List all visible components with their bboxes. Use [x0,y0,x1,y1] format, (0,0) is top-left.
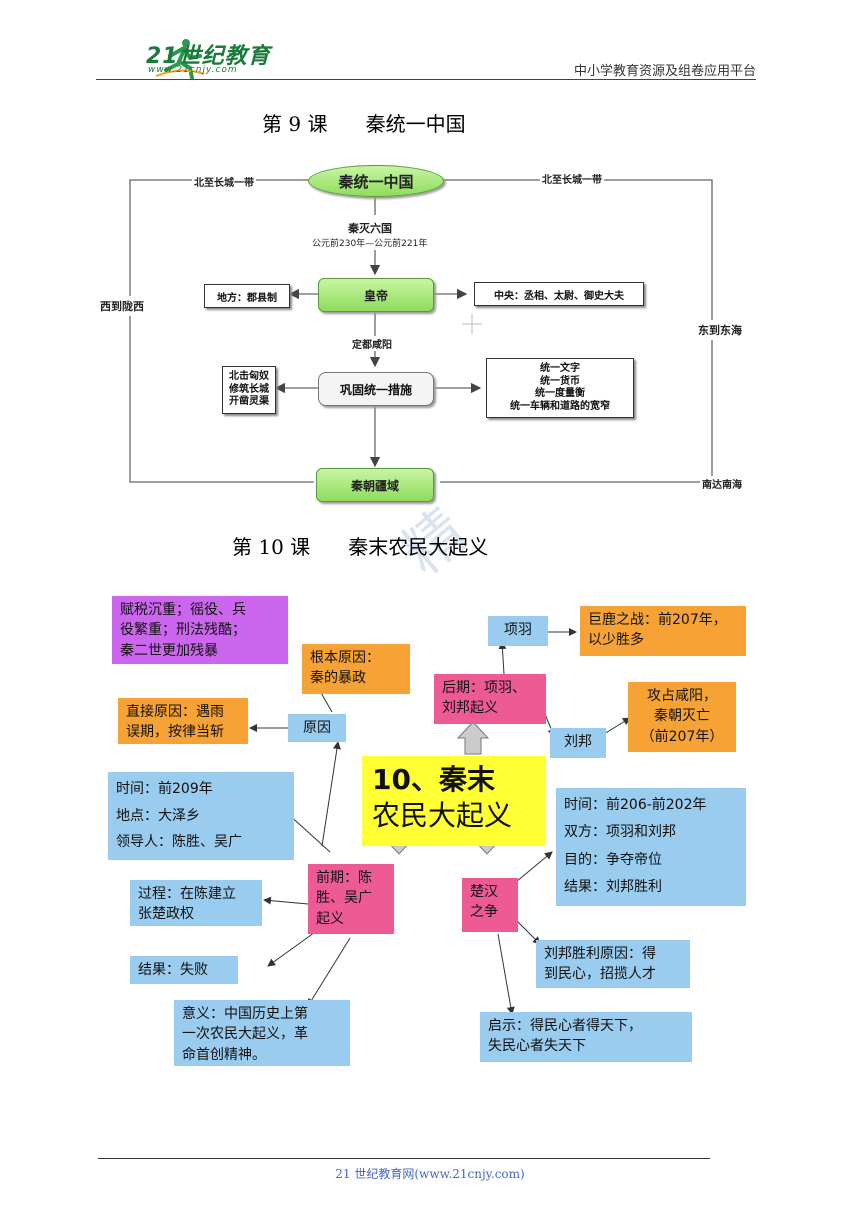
early-uprising-line3: 起义 [316,910,344,927]
meaning-box: 意义：中国历史上第 一次农民大起义，革 命首创精神。 [174,1000,350,1066]
center-topic-line2: 农民大起义 [372,799,513,833]
qin-unify-node: 秦统一中国 [308,165,444,197]
chuhan-goal: 目的：争夺帝位 [564,851,662,868]
north-measure-1: 北击匈奴 [229,371,269,383]
lesson10-mindmap: 赋税沉重；徭役、兵 役繁重；刑法残酷； 秦二世更加残暴 根本原因： 秦的暴政 直… [100,582,760,1082]
footer-divider [98,1158,710,1159]
north-measures-box: 北击匈奴 修筑长城 开凿灵渠 [222,366,276,414]
xianyang-line3: （前207年） [640,728,724,745]
heavy-taxes-box: 赋税沉重；徭役、兵 役繁重；刑法残酷； 秦二世更加残暴 [112,596,288,664]
header-divider [96,79,756,80]
heavy-taxes-line3: 秦二世更加残暴 [120,642,218,659]
emperor-node: 皇帝 [318,278,434,312]
early-place: 地点：大泽乡 [116,807,200,824]
later-uprising-box: 后期：项羽、 刘邦起义 [434,674,546,724]
unify-measure-1: 统一文字 [540,363,580,374]
direct-cause-line1: 直接原因：遇雨 [126,704,224,720]
south-label: 南达南海 [700,476,744,491]
measures-node: 巩固统一措施 [318,372,434,406]
west-label: 西到陇西 [100,296,144,316]
win-reason-line1: 刘邦胜利原因：得 [544,946,656,962]
early-info-box: 时间：前209年 地点：大泽乡 领导人：陈胜、吴广 [108,772,294,860]
unify-measure-2: 统一货币 [540,375,580,387]
direct-cause-box: 直接原因：遇雨 误期，按律当斩 [118,698,248,744]
north-right-label: 北至长城一带 [540,171,604,186]
chuhan-result: 结果：刘邦胜利 [564,878,662,895]
julu-line1: 巨鹿之战：前207年， [588,612,727,628]
chuhan-time: 时间：前206-前202年 [564,797,707,813]
lesson-learned-line2: 失民心者失天下 [488,1038,586,1055]
lesson-learned-box: 启示：得民心者得天下， 失民心者失天下 [480,1012,692,1062]
heavy-taxes-line2: 役繁重；刑法残酷； [120,622,246,639]
chuhan-war-box: 楚汉 之争 [462,878,518,932]
conquer-label: 秦灭六国 [348,222,392,235]
capture-xianyang-box: 攻占咸阳， 秦朝灭亡 （前207年） [628,682,736,752]
win-reason-box: 刘邦胜利原因：得 到民心，招揽人才 [536,940,690,988]
root-cause-line2: 秦的暴政 [310,670,366,687]
process-line2: 张楚政权 [138,906,194,923]
heavy-taxes-line1: 赋税沉重；徭役、兵 [120,602,246,618]
julu-battle-box: 巨鹿之战：前207年， 以少胜多 [580,606,746,656]
footer-link[interactable]: 21 世纪教育网(www.21cnjy.com) [335,1167,525,1181]
east-label: 东到东海 [698,320,742,340]
root-cause-line1: 根本原因： [310,650,380,666]
unify-measure-4: 统一车辆和道路的宽窄 [510,400,610,412]
early-leaders: 领导人：陈胜、吴广 [116,834,242,851]
center-topic-line1: 10、秦末 [372,763,495,796]
cause-box: 原因 [288,714,346,742]
lesson9-title: 第 9 课 秦统一中国 [262,112,466,136]
early-uprising-line2: 胜、吴广 [316,890,372,907]
early-time: 时间：前209年 [116,781,213,797]
lesson9-diagram: 秦统一中国 皇帝 巩固统一措施 秦朝疆域 地方：郡县制 中央：丞相、太尉、御史大… [100,160,762,506]
chuhan-line2: 之争 [470,904,498,921]
north-left-label: 北至长城一带 [192,174,256,189]
julu-line2: 以少胜多 [588,632,644,649]
process-box: 过程：在陈建立 张楚政权 [130,880,262,926]
later-uprising-line2: 刘邦起义 [442,700,498,717]
lesson10-title: 第 10 课 秦末农民大起义 [232,535,489,559]
result-box: 结果：失败 [130,956,238,984]
chuhan-line1: 楚汉 [470,884,498,900]
chuhan-info-box: 时间：前206-前202年 双方：项羽和刘邦 目的：争夺帝位 结果：刘邦胜利 [556,788,746,906]
unify-measure-3: 统一度量衡 [535,388,585,399]
chuhan-sides: 双方：项羽和刘邦 [564,824,676,841]
win-reason-line2: 到民心，招揽人才 [544,966,656,983]
territory-node: 秦朝疆域 [316,468,434,502]
later-uprising-line1: 后期：项羽、 [442,680,526,696]
logo-text: 21世纪教育 [146,44,271,69]
liubang-box: 刘邦 [550,728,606,758]
direct-cause-line2: 误期，按律当斩 [126,724,224,741]
logo-runner-icon [155,39,205,80]
conquer-years-label: 公元前230年—公元前221年 [312,239,428,249]
xiangyu-box: 项羽 [488,616,548,646]
north-measure-2: 修筑长城 [229,383,269,395]
xianyang-line2: 秦朝灭亡 [654,708,710,725]
meaning-line2: 一次农民大起义，革 [182,1026,308,1043]
early-uprising-box: 前期：陈 胜、吴广 起义 [308,864,394,934]
unify-measures-box: 统一文字 统一货币 统一度量衡 统一车辆和道路的宽窄 [486,358,634,418]
meaning-line3: 命首创精神。 [182,1046,266,1063]
lesson-learned-line1: 启示：得民心者得天下， [488,1018,642,1034]
early-uprising-line1: 前期：陈 [316,870,372,886]
north-measure-3: 开凿灵渠 [229,396,269,408]
meaning-line1: 意义：中国历史上第 [182,1006,308,1022]
local-system-box: 地方：郡县制 [204,284,290,308]
lesson9-connectors [129,179,713,483]
logo-url: www.21cnjy.com [148,65,238,75]
capital-label: 定都咸阳 [352,336,392,351]
center-topic-box: 10、秦末 农民大起义 [362,756,546,846]
header-platform-name: 中小学教育资源及组卷应用平台 [573,64,756,79]
central-system-box: 中央：丞相、太尉、御史大夫 [474,282,644,306]
process-line1: 过程：在陈建立 [138,886,236,902]
root-cause-box: 根本原因： 秦的暴政 [302,644,410,694]
xianyang-line1: 攻占咸阳， [647,688,717,704]
